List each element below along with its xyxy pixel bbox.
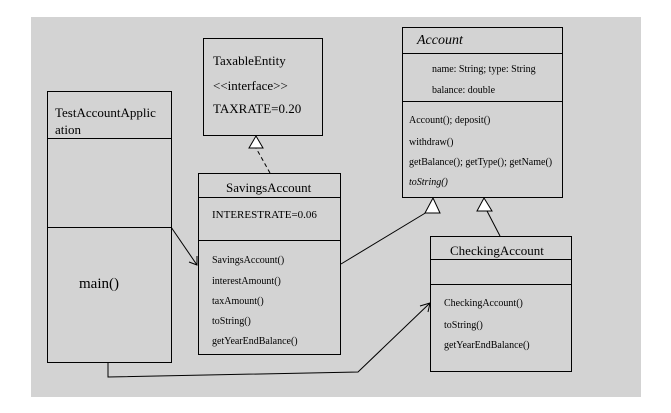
divider [48,227,171,228]
divider [403,53,562,54]
generalization-arrowhead-checking [476,196,493,212]
class-taxable-entity: TaxableEntity <<interface>> TAXRATE=0.20 [203,38,323,136]
method-line: getBalance(); getType(); getName() [409,157,553,168]
method-line: main() [79,276,119,292]
class-savings-account: SavingsAccount INTERESTRATE=0.06 Savings… [198,173,341,355]
method-line: CheckingAccount() [444,298,523,309]
generalization-line-checking-account [486,210,501,237]
method-line: Account(); deposit() [409,115,491,126]
method-line: interestAmount() [212,276,281,287]
class-name: SavingsAccount [226,180,312,195]
attribute-line: balance: double [432,85,496,96]
realization-line-savings-taxable [255,147,271,174]
class-account: Account name: String; type: String balan… [402,27,563,198]
method-line: toString() [409,177,448,188]
class-name: CheckingAccount [450,243,544,258]
class-test-account-application: TestAccountApplic ation main() [47,91,172,363]
class-name-line: TestAccountApplic [55,105,156,120]
method-line: getYearEndBalance() [212,336,298,347]
class-name: Account [417,33,463,48]
association-arrowhead-savings [188,256,198,266]
divider [199,240,340,241]
generalization-line-savings-account [340,211,428,265]
divider [431,259,571,260]
method-line: taxAmount() [212,296,264,307]
class-attribute: TAXRATE=0.20 [213,101,302,116]
divider [199,197,340,198]
association-line-test-savings [170,226,198,266]
method-line: withdraw() [409,137,454,148]
generalization-arrowhead-savings [424,196,441,214]
class-name: TaxableEntity [213,53,286,68]
divider [48,138,171,139]
association-line-test-checking [107,302,431,378]
method-line: SavingsAccount() [212,255,285,266]
divider [431,284,571,285]
class-checking-account: CheckingAccount CheckingAccount() toStri… [430,236,572,372]
attribute-line: INTERESTRATE=0.06 [212,209,317,221]
method-line: toString() [444,320,483,331]
class-stereotype: <<interface>> [213,78,288,93]
class-name-line: ation [55,122,81,137]
method-line: getYearEndBalance() [444,340,530,351]
diagram-canvas [31,17,641,397]
method-line: toString() [212,316,251,327]
attribute-line: name: String; type: String [432,64,536,75]
divider [403,101,562,102]
realization-arrowhead-taxable [248,135,264,149]
